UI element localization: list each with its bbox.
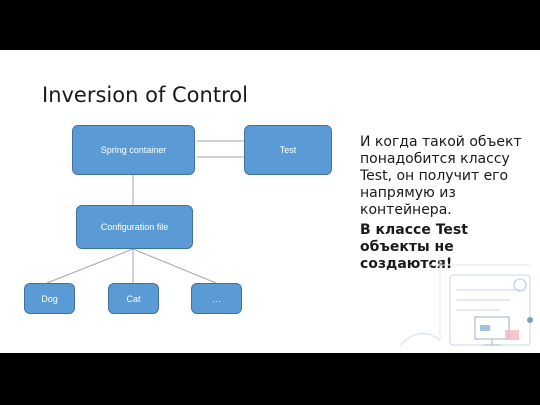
- diagram-connectors: [46, 140, 244, 284]
- description-paragraph: И когда такой объект понадобится классу …: [360, 134, 522, 218]
- cat-label: Cat: [126, 293, 141, 304]
- illustration-gear-icon: [513, 278, 527, 292]
- spring-container-label: Spring container: [100, 145, 167, 155]
- configuration-file-box: Configuration file: [76, 205, 193, 249]
- dog-label: Dog: [41, 293, 58, 304]
- slide-title: Inversion of Control: [42, 83, 248, 107]
- spring-container-box: Spring container: [72, 125, 195, 175]
- cat-box: Cat: [108, 283, 159, 314]
- dog-box: Dog: [24, 283, 75, 314]
- line-config-to-more: [132, 248, 217, 284]
- test-label: Test: [279, 145, 297, 155]
- line-config-to-dog: [46, 248, 134, 284]
- test-box: Test: [244, 125, 332, 175]
- decorative-illustration: [399, 255, 533, 346]
- emphasis-paragraph: В классе Test объекты не создаются!: [360, 222, 468, 272]
- slide: Inversion of Control Spring container Te…: [0, 50, 540, 353]
- illustration-accent-block: [505, 330, 519, 340]
- more-box: …: [191, 283, 242, 314]
- more-label: …: [212, 293, 221, 304]
- configuration-file-label: Configuration file: [100, 222, 169, 232]
